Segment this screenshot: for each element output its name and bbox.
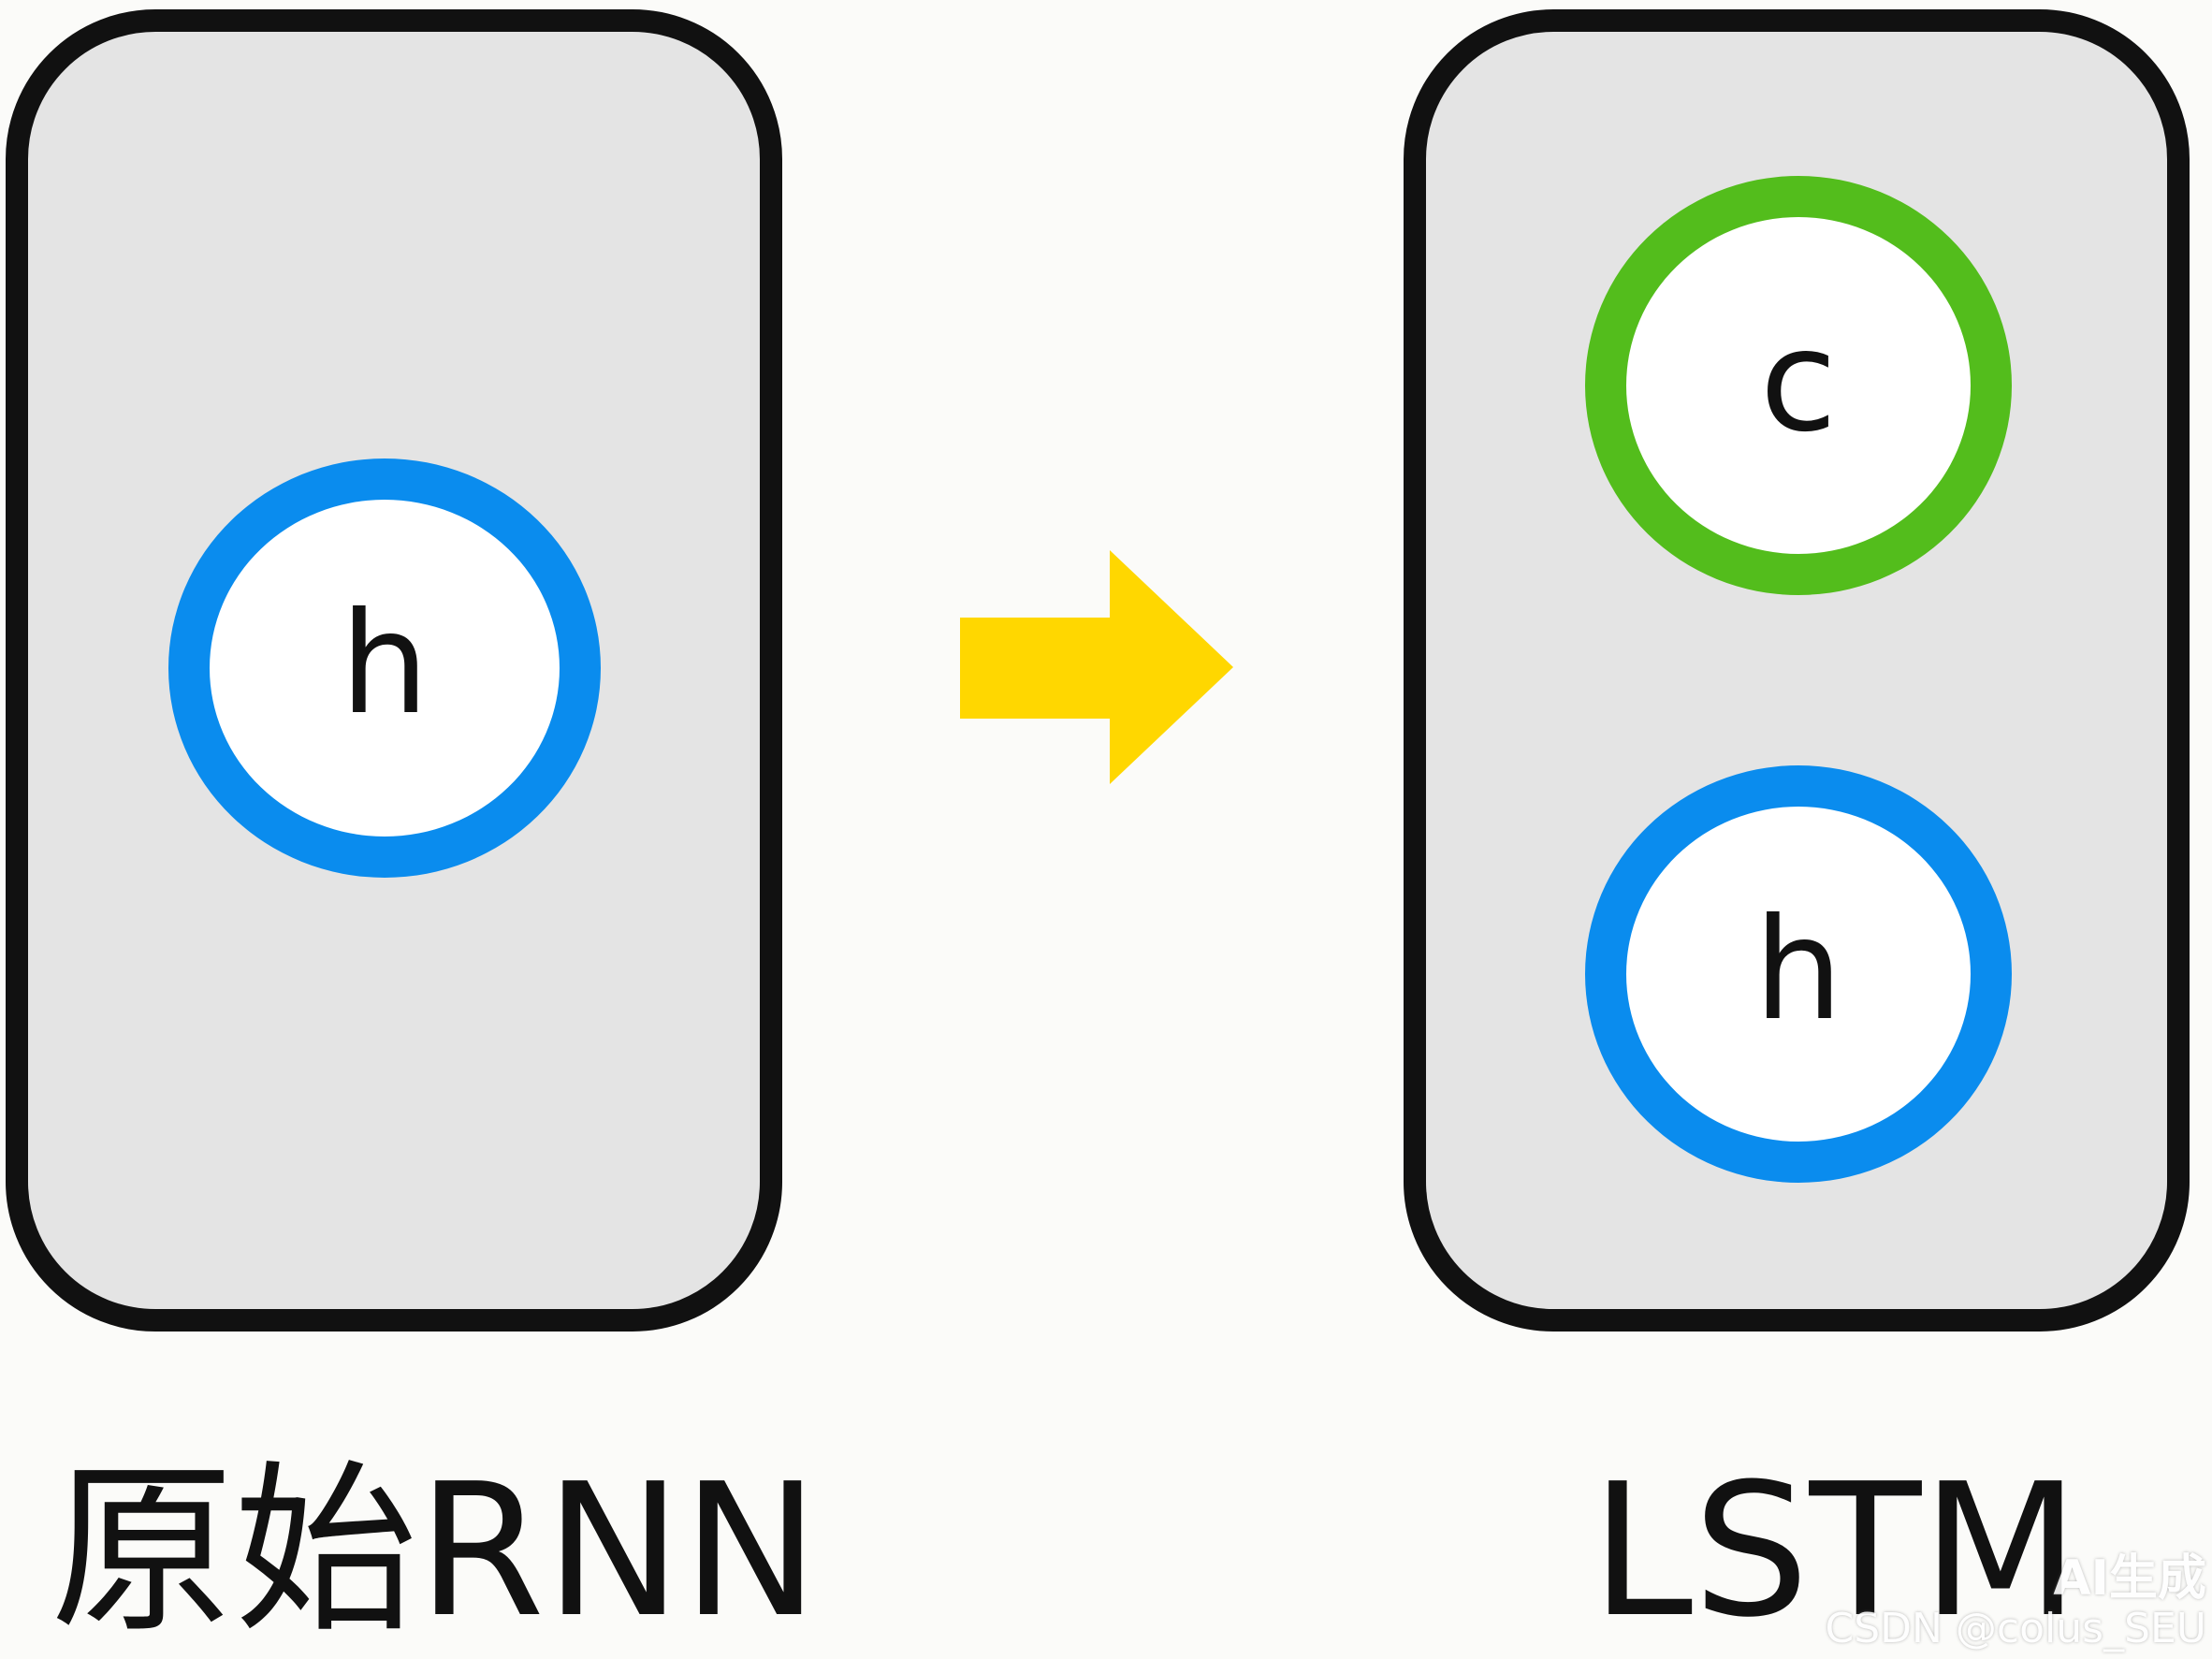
- watermark: AI生成 CSDN @colus_SEU: [1825, 1554, 2206, 1650]
- lstm-hidden-state-label: h: [1754, 889, 1843, 1052]
- lstm-caption: LSTM: [1591, 1445, 2080, 1658]
- rnn-caption: 原始RNN: [51, 1445, 820, 1658]
- transform-arrow-icon: [960, 550, 1233, 784]
- watermark-author: CSDN @colus_SEU: [1825, 1605, 2206, 1652]
- rnn-hidden-state-label: h: [340, 583, 429, 746]
- lstm-cell-state-node: c: [1585, 176, 2012, 595]
- arrow-shape: [960, 550, 1233, 784]
- rnn-box: [6, 9, 782, 1332]
- lstm-cell-state-label: c: [1759, 300, 1838, 463]
- watermark-ai-label: AI生成: [2053, 1550, 2206, 1607]
- rnn-hidden-state-node: h: [168, 458, 601, 878]
- lstm-hidden-state-node: h: [1585, 765, 2012, 1183]
